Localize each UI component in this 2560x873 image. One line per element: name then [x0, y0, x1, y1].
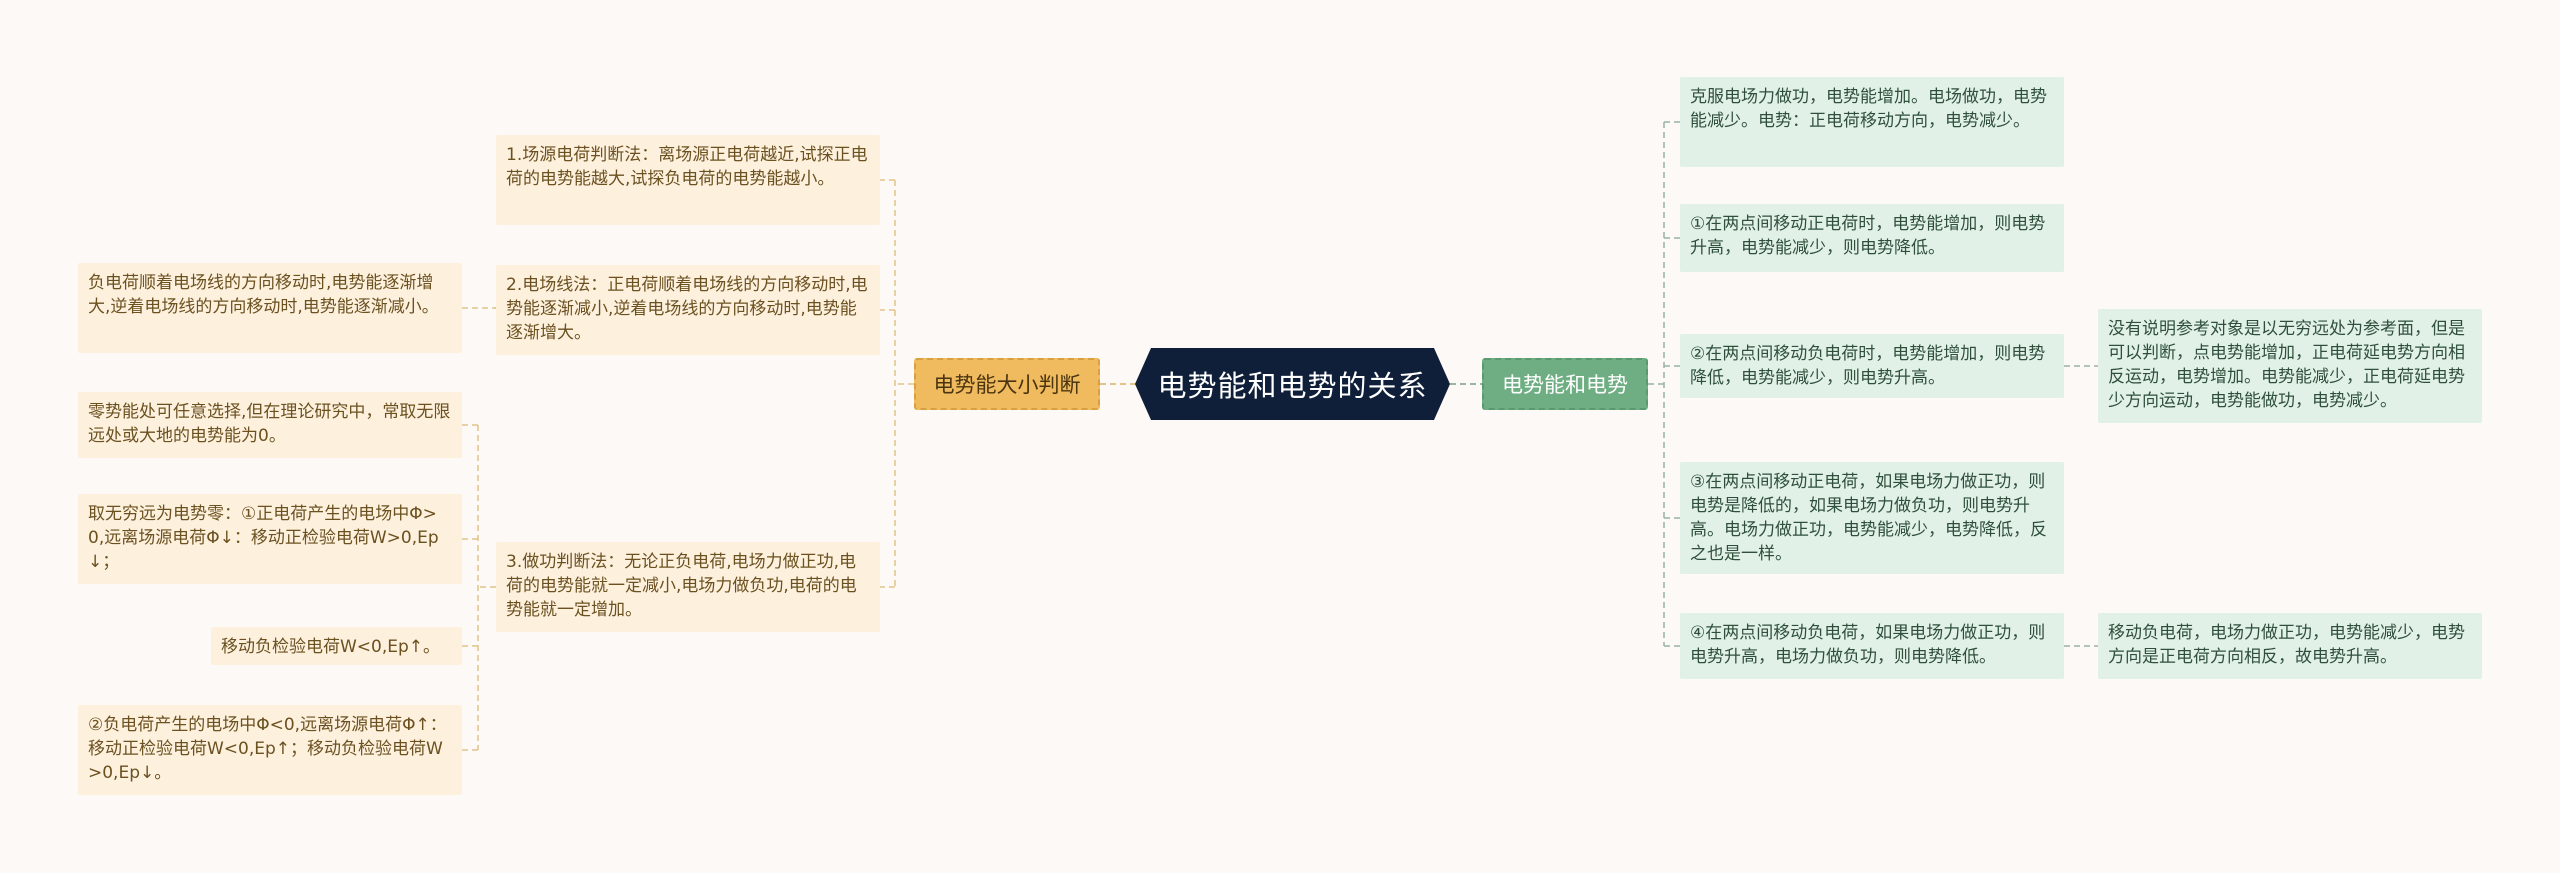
left-item-1-text: 1.场源电荷判断法：离场源正电荷越近,试探正电荷的电势能越大,试探负电荷的电势能… [506, 145, 868, 189]
root-node[interactable]: 电势能和电势的关系 [1135, 348, 1450, 420]
branch-label: 电势能大小判断 [933, 373, 1081, 397]
left-item-3-sub-4[interactable]: ②负电荷产生的电场中Φ<0,远离场源电荷Φ↑：移动正检验电荷W<0,Ep↑；移动… [78, 705, 462, 795]
right-item-5-sub[interactable]: 移动负电荷，电场力做正功，电势能减少，电势方向是正电荷方向相反，故电势升高。 [2098, 613, 2482, 679]
left-item-2[interactable]: 2.电场线法：正电荷顺着电场线的方向移动时,电势能逐渐减小,逆着电场线的方向移动… [496, 265, 880, 355]
left-item-2-sub-text: 负电荷顺着电场线的方向移动时,电势能逐渐增大,逆着电场线的方向移动时,电势能逐渐… [88, 273, 439, 317]
right-item-5-text: ④在两点间移动负电荷，如果电场力做正功，则电势升高，电场力做负功，则电势降低。 [1690, 623, 2046, 667]
left-item-2-sub[interactable]: 负电荷顺着电场线的方向移动时,电势能逐渐增大,逆着电场线的方向移动时,电势能逐渐… [78, 263, 462, 353]
left-item-3-sub-3[interactable]: 移动负检验电荷W<0,Ep↑。 [211, 627, 462, 665]
left-item-3[interactable]: 3.做功判断法：无论正负电荷,电场力做正功,电荷的电势能就一定减小,电场力做负功… [496, 542, 880, 632]
right-item-5-sub-text: 移动负电荷，电场力做正功，电势能减少，电势方向是正电荷方向相反，故电势升高。 [2108, 623, 2465, 667]
right-item-3[interactable]: ②在两点间移动负电荷时，电势能增加，则电势降低，电势能减少，则电势升高。 [1680, 334, 2064, 398]
right-item-3-sub-text: 没有说明参考对象是以无穷远处为参考面，但是可以判断，点电势能增加，正电荷延电势方… [2108, 319, 2465, 411]
left-item-3-sub-4-text: ②负电荷产生的电场中Φ<0,远离场源电荷Φ↑：移动正检验电荷W<0,Ep↑；移动… [88, 715, 447, 783]
left-item-3-text: 3.做功判断法：无论正负电荷,电场力做正功,电荷的电势能就一定减小,电场力做负功… [506, 552, 857, 620]
connector-right-branch [1648, 121, 2098, 647]
right-item-1[interactable]: 克服电场力做功，电势能增加。电场做功，电势能减少。电势：正电荷移动方向，电势减少… [1680, 77, 2064, 167]
connector-left-branch [462, 179, 914, 751]
right-item-4[interactable]: ③在两点间移动正电荷，如果电场力做正功，则电势是降低的，如果电场力做负功，则电势… [1680, 462, 2064, 574]
branch-label: 电势能和电势 [1502, 373, 1628, 397]
root-title: 电势能和电势的关系 [1157, 369, 1428, 403]
right-item-5[interactable]: ④在两点间移动负电荷，如果电场力做正功，则电势升高，电场力做负功，则电势降低。 [1680, 613, 2064, 679]
left-item-2-text: 2.电场线法：正电荷顺着电场线的方向移动时,电势能逐渐减小,逆着电场线的方向移动… [506, 275, 868, 343]
branch-potential-energy-judgement[interactable]: 电势能大小判断 [914, 358, 1100, 410]
branch-potential-energy-and-potential[interactable]: 电势能和电势 [1482, 358, 1648, 410]
left-item-1[interactable]: 1.场源电荷判断法：离场源正电荷越近,试探正电荷的电势能越大,试探负电荷的电势能… [496, 135, 880, 225]
left-item-3-sub-1[interactable]: 零势能处可任意选择,但在理论研究中，常取无限远处或大地的电势能为0。 [78, 392, 462, 458]
right-item-3-sub[interactable]: 没有说明参考对象是以无穷远处为参考面，但是可以判断，点电势能增加，正电荷延电势方… [2098, 309, 2482, 423]
right-item-2-text: ①在两点间移动正电荷时，电势能增加，则电势升高，电势能减少，则电势降低。 [1690, 214, 2046, 258]
left-item-3-sub-1-text: 零势能处可任意选择,但在理论研究中，常取无限远处或大地的电势能为0。 [88, 402, 451, 446]
right-item-1-text: 克服电场力做功，电势能增加。电场做功，电势能减少。电势：正电荷移动方向，电势减少… [1690, 87, 2047, 131]
right-item-3-text: ②在两点间移动负电荷时，电势能增加，则电势降低，电势能减少，则电势升高。 [1690, 344, 2046, 388]
left-item-3-sub-2[interactable]: 取无穷远为电势零：①正电荷产生的电场中Φ>0,远离场源电荷Φ↓：移动正检验电荷W… [78, 494, 462, 584]
right-item-4-text: ③在两点间移动正电荷，如果电场力做正功，则电势是降低的，如果电场力做负功，则电势… [1690, 472, 2047, 564]
left-item-3-sub-2-text: 取无穷远为电势零：①正电荷产生的电场中Φ>0,远离场源电荷Φ↓：移动正检验电荷W… [88, 504, 439, 572]
left-item-3-sub-3-text: 移动负检验电荷W<0,Ep↑。 [221, 637, 441, 657]
right-item-2[interactable]: ①在两点间移动正电荷时，电势能增加，则电势升高，电势能减少，则电势降低。 [1680, 204, 2064, 272]
